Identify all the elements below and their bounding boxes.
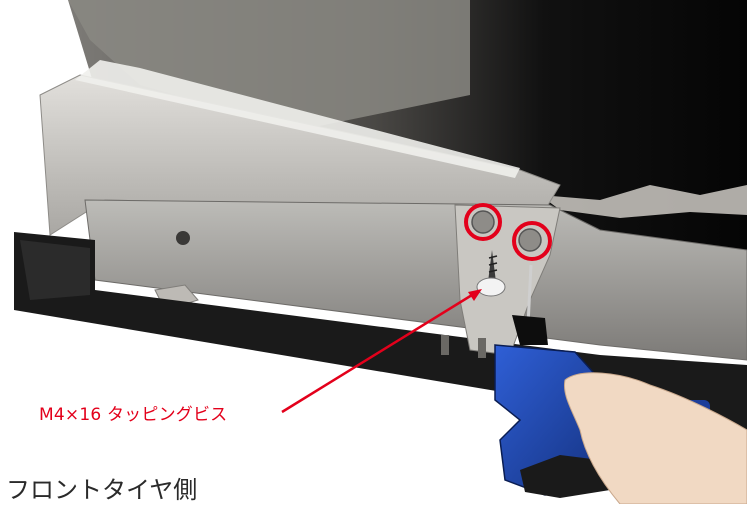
highlight-ring-left bbox=[464, 203, 502, 241]
screw-spec-label: M4×16 タッピングビス bbox=[39, 405, 228, 425]
callout-arrowhead bbox=[468, 289, 482, 301]
rubber-flap-ridge bbox=[20, 240, 90, 300]
lower-bolt bbox=[441, 335, 449, 355]
callout-leader-line bbox=[281, 293, 473, 414]
bolt-right bbox=[518, 228, 542, 252]
tray-lip bbox=[75, 60, 520, 178]
tapping-screw-icon bbox=[476, 250, 506, 297]
beam-hole bbox=[176, 231, 190, 245]
liner-edge bbox=[540, 185, 747, 218]
bolt-left bbox=[471, 210, 495, 234]
drill-bit bbox=[526, 264, 533, 326]
front-tire-side-caption: フロントタイヤ側 bbox=[6, 476, 198, 504]
lower-bolt bbox=[478, 338, 486, 358]
highlight-ring-right bbox=[512, 221, 552, 261]
upper-panel bbox=[68, 0, 470, 130]
